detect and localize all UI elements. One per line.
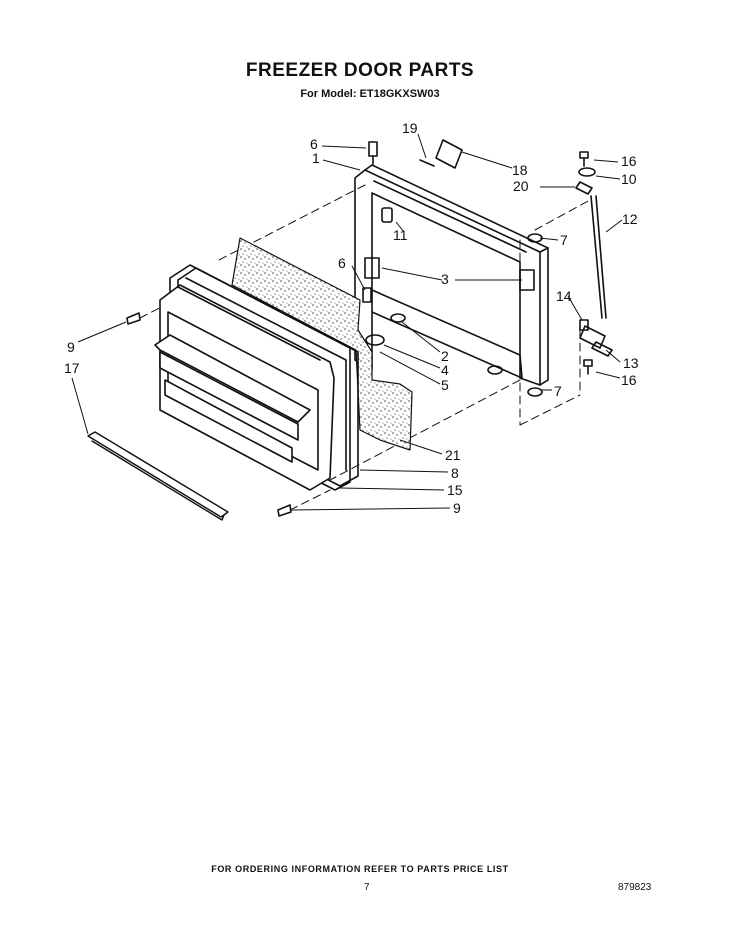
callout-6-mid: 6 <box>338 255 346 271</box>
callout-8: 8 <box>451 465 459 481</box>
screw-part-9-bottom <box>277 504 292 517</box>
document-number: 879823 <box>618 882 652 893</box>
callout-17: 17 <box>64 360 80 376</box>
leader-lines <box>71 133 623 511</box>
page-number: 7 <box>364 882 370 893</box>
rod-part-12 <box>590 195 607 319</box>
washer-part-10 <box>578 167 596 177</box>
screw-part-6-mid <box>362 287 372 303</box>
callout-9-bottom: 9 <box>453 500 461 516</box>
lower-hinge-bracket <box>365 313 503 375</box>
door-frame-part-1 <box>354 164 549 386</box>
callout-18: 18 <box>512 162 528 178</box>
ordering-info-note: FOR ORDERING INFORMATION REFER TO PARTS … <box>211 864 509 874</box>
clip-part-19 <box>419 159 435 167</box>
callout-12: 12 <box>622 211 638 227</box>
callout-2: 2 <box>441 348 449 364</box>
bushing-part-14 <box>579 319 589 331</box>
screw-part-6-top <box>368 141 378 165</box>
callout-13: 13 <box>623 355 639 371</box>
callout-21: 21 <box>445 447 461 463</box>
page-title: FREEZER DOOR PARTS <box>245 60 475 81</box>
callout-1: 1 <box>312 150 320 166</box>
cap-part-7-top <box>527 233 543 243</box>
callout-6-top: 6 <box>310 136 318 152</box>
cap-part-7-bottom <box>527 387 543 397</box>
callout-15: 15 <box>447 482 463 498</box>
label-part-18 <box>435 139 463 169</box>
screw-part-16-top <box>579 151 589 167</box>
hinge-part-13 <box>579 325 613 357</box>
callout-20: 20 <box>513 178 529 194</box>
callout-11: 11 <box>393 227 408 243</box>
callout-5: 5 <box>441 377 449 393</box>
upper-hinge-bracket <box>364 257 535 291</box>
plug-part-11 <box>381 207 393 223</box>
callout-14: 14 <box>556 288 572 304</box>
door-rail-part-17 <box>87 431 229 521</box>
insulation-part-21 <box>231 237 413 451</box>
callout-16-bottom: 16 <box>621 372 637 388</box>
callout-7-top: 7 <box>560 232 568 248</box>
screw-part-9-left <box>126 312 141 325</box>
callout-16-top: 16 <box>621 153 637 169</box>
bracket-part-20 <box>575 181 593 195</box>
inner-door-panel <box>154 284 335 491</box>
callout-3: 3 <box>441 271 449 287</box>
screw-part-16-bottom <box>583 359 593 375</box>
callout-9-left: 9 <box>67 339 75 355</box>
callout-4: 4 <box>441 362 449 378</box>
model-subtitle: For Model: ET18GKXSW03 <box>300 88 440 100</box>
callout-7-bottom: 7 <box>554 383 562 399</box>
callout-19: 19 <box>402 120 418 136</box>
callout-10: 10 <box>621 171 637 187</box>
